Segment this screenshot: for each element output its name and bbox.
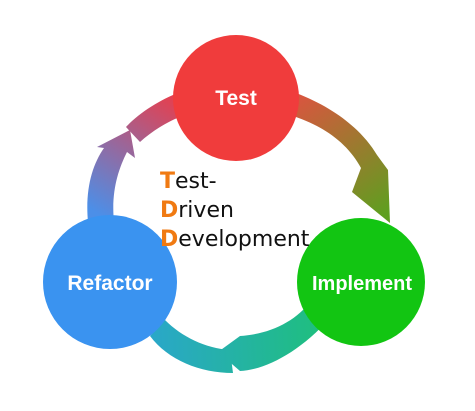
- center-rest-3: evelopment: [178, 227, 310, 252]
- node-implement: Implement: [297, 218, 425, 346]
- center-initial-2: D: [160, 198, 179, 223]
- center-line-3: Development: [160, 225, 309, 254]
- center-rest-2: riven: [178, 198, 234, 223]
- center-title: Test- Driven Development: [160, 167, 309, 254]
- node-refactor-label: Refactor: [67, 272, 152, 295]
- node-implement-label: Implement: [312, 273, 412, 295]
- arrow-test-to-implement: [290, 93, 390, 223]
- node-refactor: Refactor: [43, 215, 177, 349]
- node-test: Test: [173, 35, 299, 161]
- node-test-label: Test: [215, 87, 257, 110]
- center-line-1: Test-: [160, 167, 309, 196]
- node-refactor-circle: [43, 215, 177, 349]
- center-initial-1: T: [160, 169, 176, 194]
- arrow-implement-to-refactor-tail: [150, 320, 233, 373]
- node-implement-circle: [297, 218, 425, 346]
- node-test-circle: [173, 35, 299, 161]
- arrow-implement-to-refactor: [218, 300, 330, 371]
- arrow-refactor-to-test-tail: [126, 92, 185, 142]
- center-initial-3: D: [160, 227, 179, 252]
- center-rest-1: est-: [175, 169, 217, 194]
- arrow-refactor-to-test: [87, 130, 135, 222]
- center-line-2: Driven: [160, 196, 309, 225]
